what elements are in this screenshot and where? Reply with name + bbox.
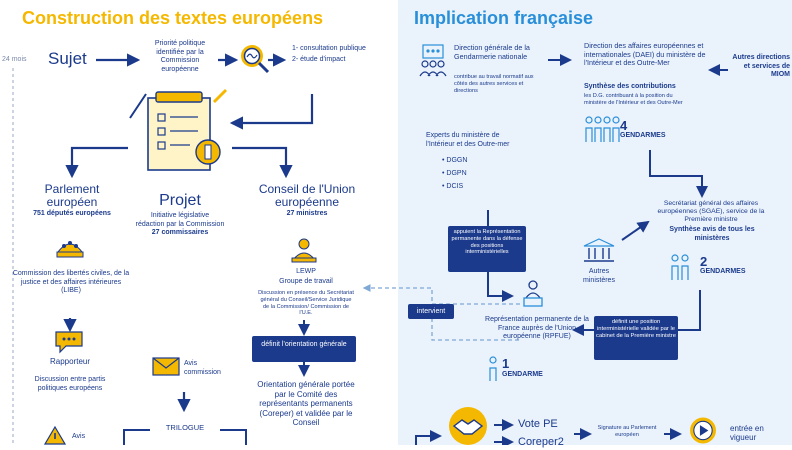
lewp-subtitle: Groupe de travail	[279, 278, 333, 285]
two-number: 2	[700, 254, 708, 269]
four-label: GENDARMES	[620, 132, 666, 139]
projet-desc: Initiative législative rédaction par la …	[130, 212, 230, 238]
gendarmes-4-icon	[584, 116, 620, 144]
one-number: 1	[502, 356, 510, 371]
trilogue-label: TRILOGUE	[165, 423, 205, 432]
handshake-icon	[446, 404, 490, 445]
right-title: Implication française	[414, 8, 594, 28]
dggn-group-icon	[418, 44, 448, 78]
experts-title: Experts du ministère de l'Intérieur et d…	[426, 132, 510, 148]
one-label: GENDARME	[502, 371, 543, 378]
avis-label: Avis	[72, 433, 86, 440]
conseil-title: Conseil de l'Union européenne	[258, 182, 356, 209]
two-label: GENDARMES	[700, 268, 746, 275]
lewp-desc: Discussion en présence du Secrétariat gé…	[258, 290, 354, 317]
appuient-pill: appuient la Représentation permanente da…	[448, 226, 526, 272]
expert-item: • DGGN	[442, 157, 468, 164]
sujet-label: Sujet	[48, 49, 87, 68]
autres-ministeres: Autres ministères	[583, 268, 615, 284]
expert-item-label: DGGN	[446, 157, 468, 164]
daei-desc: les D.G. contribuant à la position du mi…	[584, 93, 683, 106]
ministry-building-icon	[582, 238, 616, 264]
definit-position-pill: définit une position interministérielle …	[594, 316, 678, 360]
parliament-icon	[54, 232, 86, 262]
commission-libe: Commission des libertés civiles, de la j…	[12, 270, 130, 294]
parlement-title: Parlement européen	[44, 182, 100, 209]
priorite-text: Priorité politique identifiée par la Com…	[154, 40, 206, 73]
warning-icon	[43, 425, 67, 445]
daei-synth: Synthèse des contributions	[584, 83, 676, 90]
orientation-text: Orientation générale portée par le Comit…	[257, 380, 355, 427]
expert-item: • DCIS	[442, 183, 464, 190]
council-icon	[290, 236, 318, 264]
projet-line1: Initiative législative	[150, 212, 210, 219]
rapporteur-desc: Discussion entre partis politiques europ…	[34, 376, 106, 392]
entree-vigueur: entrée en vigueur	[730, 424, 764, 442]
speech-bubble-icon	[54, 330, 84, 354]
experts-list: • DGGN • DGPN • DCIS	[442, 154, 467, 193]
gendarmes-2-icon	[670, 254, 690, 282]
implication-panel	[398, 0, 792, 445]
orientation-pill: définit l'orientation générale	[252, 336, 356, 362]
magnifier-icon	[238, 42, 270, 74]
consultation-list: 1- consultation publique 2- étude d'impa…	[292, 45, 372, 64]
expert-item-label: DGPN	[446, 170, 467, 177]
autres-directions: Autres directions et services de MIOM	[732, 54, 790, 78]
envelope-icon	[152, 354, 180, 376]
expert-item-label: DCIS	[446, 183, 464, 190]
sgae-synth: Synthèse avis de tous les ministères	[669, 226, 755, 242]
gendarme-1-icon	[488, 356, 498, 382]
projet-title: Projet	[159, 192, 201, 209]
coreper: Coreper2	[518, 436, 564, 448]
expert-item: • DGPN	[442, 170, 467, 177]
duration-label: 24 mois	[2, 56, 27, 63]
left-title: Construction des textes européens	[22, 8, 324, 28]
dggn-desc: contribue au travail normatif aux côtés …	[454, 74, 534, 94]
signature-text: Signature au Parlement européen	[597, 425, 657, 438]
intervient-pill: intervient	[408, 304, 454, 319]
consultation-item: 2- étude d'impact	[292, 55, 346, 63]
vote-pe: Vote PE	[518, 418, 558, 430]
projet-count: 27 commissaires	[151, 229, 209, 236]
play-icon	[684, 416, 722, 445]
rapporteur-title: Rapporteur	[49, 357, 91, 366]
dggn-title: Direction générale de la Gendarmerie nat…	[454, 43, 530, 61]
parlement-count: 751 députés européens	[33, 210, 111, 217]
rpfue-text: Représentation permanente de la France a…	[485, 316, 589, 340]
consultation-item: 1- consultation publique	[292, 45, 366, 52]
conseil-count: 27 ministres	[286, 210, 328, 217]
speaker-icon	[518, 278, 548, 308]
projet-line2: rédaction par la Commission	[135, 220, 225, 228]
avis-commission-text: Avis commission	[184, 360, 221, 376]
four-number: 4	[620, 118, 628, 133]
sgae-title: Secrétariat général des affaires europée…	[657, 200, 765, 223]
document-icon	[128, 88, 232, 172]
daei-title: Direction des affaires européennes et in…	[584, 41, 706, 67]
lewp-title: LEWP	[296, 268, 316, 275]
